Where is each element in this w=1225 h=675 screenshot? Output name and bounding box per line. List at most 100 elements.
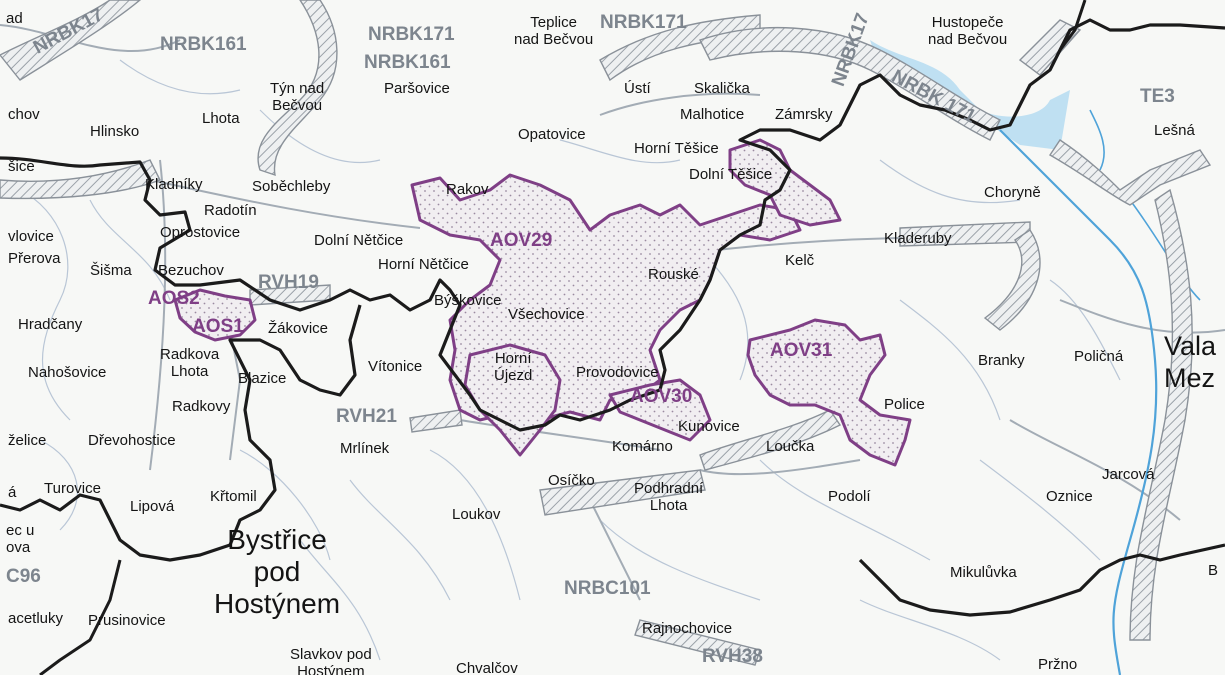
place-prerova: Přerova — [8, 250, 61, 267]
zone-aos1: AOS1 — [192, 316, 244, 337]
place-loukov: Loukov — [452, 506, 501, 523]
place-ec-u-ova: ec u ova — [6, 522, 35, 556]
place-blazice: Blazice — [238, 370, 287, 387]
place-rakov: Rakov — [446, 181, 489, 198]
place-kladniky: Kladníky — [145, 176, 203, 193]
place-choryne: Choryně — [984, 184, 1041, 201]
place-ad: ad — [6, 10, 23, 27]
place-jarcova: Jarcová — [1102, 466, 1155, 483]
place-prusinovice: Prusinovice — [88, 612, 166, 629]
corridor-rvh38: RVH38 — [702, 646, 763, 667]
place-podhradni-lhota: Podhradní Lhota — [634, 480, 704, 514]
place-hlinsko: Hlinsko — [90, 123, 140, 140]
place-horni-netcice: Horní Nětčice — [378, 256, 469, 273]
place-nahosovice: Nahošovice — [28, 364, 107, 381]
place-provodovice: Provodovice — [576, 364, 659, 381]
corridor-rvh19: RVH19 — [258, 272, 319, 293]
place-oznice: Oznice — [1046, 488, 1093, 505]
place-drevohostice: Dřevohostice — [88, 432, 176, 449]
place-mikuluvka: Mikulůvka — [950, 564, 1017, 581]
place-lhota: Lhota — [202, 110, 240, 127]
place-sobechleby: Soběchleby — [252, 178, 331, 195]
place-oprostovice: Oprostovice — [160, 224, 241, 241]
district-border — [0, 18, 1225, 432]
place-rajnochovice: Rajnochovice — [642, 620, 733, 637]
place-zelice: želice — [8, 432, 47, 449]
place-acetluky: acetluky — [8, 610, 64, 627]
place-hradcany: Hradčany — [18, 316, 83, 333]
place-radkova-lhota: Radkova Lhota — [160, 346, 220, 380]
place-horni-tesice: Horní Těšice — [634, 140, 719, 157]
place-zamrsky: Zámrsky — [775, 106, 833, 123]
place-horni-ujezd: Horní Újezd — [494, 350, 533, 384]
place-podoli: Podolí — [828, 488, 871, 505]
place-sice: šice — [8, 158, 35, 175]
place-a-edge: á — [8, 484, 17, 501]
zone-aov30: AOV30 — [630, 386, 693, 407]
corridor-nrbk171-teplice: NRBK171 — [600, 12, 687, 33]
place-kunovice: Kunovice — [678, 418, 740, 435]
district-border-east — [1058, 0, 1087, 51]
zone-aov29: AOV29 — [490, 230, 553, 251]
corridor-te3: TE3 — [1140, 86, 1175, 107]
place-loucka: Loučka — [766, 438, 815, 455]
place-turovice: Turovice — [44, 480, 101, 497]
place-przno: Pržno — [1038, 656, 1078, 673]
place-policna: Poličná — [1074, 348, 1124, 365]
zone-aos2: AOS2 — [148, 288, 200, 309]
zone-aov31: AOV31 — [770, 340, 833, 361]
place-branky: Branky — [978, 352, 1025, 369]
corridor-nrbk161-north: NRBK161 — [160, 34, 247, 55]
place-vlovice: vlovice — [8, 228, 54, 245]
place-usti: Ústí — [624, 80, 651, 97]
place-chvalcov: Chvalčov — [456, 660, 518, 675]
place-mrlinek: Mrlínek — [340, 440, 390, 457]
place-skalicka: Skalička — [694, 80, 750, 97]
zone-aov30-area — [608, 378, 712, 442]
place-malhotice: Malhotice — [680, 106, 745, 123]
corridor-nrbk161-center: NRBK161 — [364, 52, 451, 73]
place-bystrice-pod-hostynem: Bystřice pod Hostýnem — [214, 524, 341, 619]
place-slavkov-pod-hostynem: Slavkov pod Hostýnem — [290, 646, 372, 675]
district-border-bottom — [39, 559, 122, 675]
zone-aov31-area — [746, 318, 912, 467]
place-police: Police — [884, 396, 925, 413]
place-radotin: Radotín — [204, 202, 257, 219]
place-kelc: Kelč — [785, 252, 815, 269]
place-byskovice: Býškovice — [434, 292, 502, 309]
place-tyn-nad-becvou: Týn nad Bečvou — [270, 80, 325, 114]
corridor-c96: C96 — [6, 566, 41, 587]
corridor-bands — [0, 0, 1212, 666]
place-hustopece-nad-becvou: Hustopeče nad Bečvou — [928, 14, 1008, 48]
place-sisma: Šišma — [90, 262, 132, 279]
district-border-south — [858, 543, 1225, 617]
place-parsovice: Paršovice — [384, 80, 450, 97]
place-dolni-netcice: Dolní Nětčice — [314, 232, 404, 249]
place-kladeruby: Kladeruby — [884, 230, 952, 247]
place-opatovice: Opatovice — [518, 126, 586, 143]
place-teplice-nad-becvou: Teplice nad Bečvou — [514, 14, 594, 48]
district-border-west — [0, 304, 362, 562]
place-chov: chov — [8, 106, 40, 123]
place-valasske-mezirici: Vala Mez — [1164, 331, 1217, 393]
streams — [19, 59, 1121, 661]
place-komarno: Komárno — [612, 438, 673, 455]
place-rouske: Rouské — [648, 266, 699, 283]
place-lesna: Lešná — [1154, 122, 1195, 139]
place-vsechovice: Všechovice — [508, 306, 585, 323]
corridor-rvh21: RVH21 — [336, 406, 397, 427]
zone-aos-area — [173, 288, 257, 342]
place-krtomil: Křtomil — [210, 488, 257, 505]
place-bezuchov: Bezuchov — [158, 262, 224, 279]
place-osicko: Osíčko — [548, 472, 595, 489]
place-dolni-tesice: Dolní Těšice — [689, 166, 773, 183]
place-lipova: Lipová — [130, 498, 175, 515]
place-b-edge: B — [1208, 562, 1219, 579]
place-radkovy: Radkovy — [172, 398, 231, 415]
place-vitonice: Vítonice — [368, 358, 423, 375]
place-zakovice: Žákovice — [268, 320, 329, 337]
corridor-nrbc101: NRBC101 — [564, 578, 651, 599]
corridor-nrbk171-top: NRBK171 — [368, 24, 455, 45]
